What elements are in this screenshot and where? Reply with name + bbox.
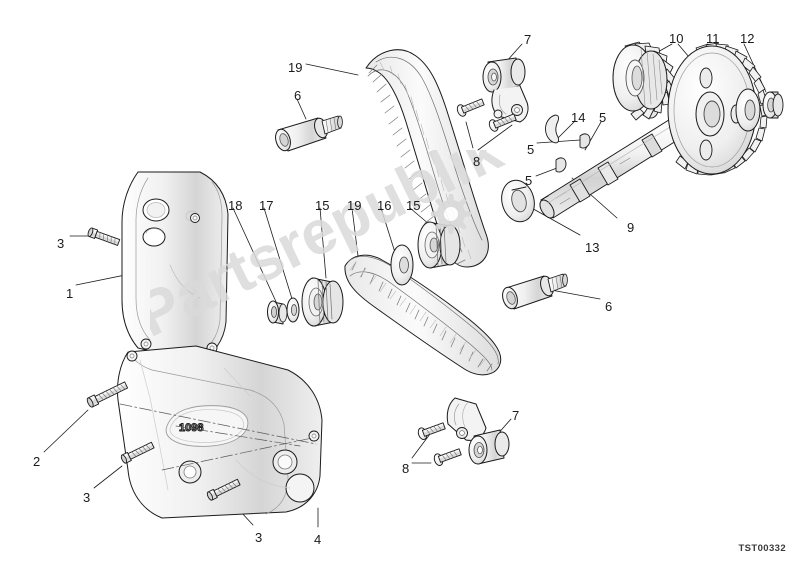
callout-7-tensioner-upper: 7	[524, 32, 532, 47]
axis-lines	[119, 403, 317, 471]
callout-9-camshaft: 9	[627, 220, 635, 235]
part-14-circlip	[545, 114, 559, 144]
part-11-washer	[735, 88, 761, 132]
callout-19-belt-vertical: 19	[288, 60, 303, 75]
part-1-belt-cover-inner	[121, 171, 229, 363]
part-5-woodruff-key-a	[579, 133, 591, 149]
callout-3-screw-mid: 3	[83, 490, 91, 505]
callout-3-screw-lower: 3	[255, 530, 263, 545]
drawing-code: TST00332	[738, 543, 786, 554]
cover-emblem: 1098	[165, 405, 249, 447]
part-2-screw-long	[86, 381, 129, 408]
callout-13-flange-washer: 13	[585, 240, 600, 255]
callout-4-belt-cover-outer: 4	[314, 532, 322, 547]
callout-19-belt-horizontal: 19	[347, 198, 362, 213]
callout-16-spacer-washer: 16	[377, 198, 392, 213]
callout-18-nut-small: 18	[228, 198, 243, 213]
part-6-spacer-stud-upper	[275, 115, 343, 152]
callout-2-screw-long: 2	[33, 454, 41, 469]
callout-5-key-a: 5	[527, 142, 535, 157]
part-3-screw-lower	[206, 478, 241, 501]
part-18-nut-small	[267, 300, 288, 325]
callout-12-nut: 12	[740, 31, 755, 46]
callout-6-spacer-stud-lower: 6	[605, 299, 613, 314]
callout-15-pulley-upper: 15	[406, 198, 421, 213]
callout-17-washer-small: 17	[259, 198, 274, 213]
part-7-belt-tensioner-upper	[482, 57, 529, 123]
callout-11-washer: 11	[706, 31, 720, 46]
callout-14-circlip: 14	[571, 110, 586, 125]
part-8-tensioner-screws-lower	[417, 422, 462, 466]
callout-5-key-b: 5	[599, 110, 607, 125]
part-8-tensioner-screws-upper	[456, 98, 517, 132]
callout-8-screws-upper: 8	[473, 154, 481, 169]
callout-1-belt-cover-inner: 1	[66, 286, 74, 301]
part-15-belt-pulley-lower	[301, 277, 344, 327]
part-4-belt-cover-outer: 1098	[117, 345, 323, 519]
callout-5-key-c: 5	[525, 173, 533, 188]
part-17-washer-small	[286, 297, 300, 323]
callout-6-spacer-stud-upper: 6	[294, 88, 302, 103]
part-12-nut	[762, 91, 784, 119]
part-15-belt-pulley-upper	[417, 221, 461, 269]
callout-15-pulley-lower: 15	[315, 198, 330, 213]
svg-text:1098: 1098	[179, 422, 203, 434]
part-3-screw-mid	[120, 441, 155, 464]
part-16-spacer-washer	[390, 244, 414, 286]
part-7-belt-tensioner-lower	[446, 397, 510, 465]
part-5-woodruff-key-b	[555, 157, 567, 173]
callout-3-screw-upper: 3	[57, 236, 65, 251]
part-13-flange-washer	[501, 179, 535, 223]
part-19-timing-belt-horizontal	[344, 254, 502, 376]
part-10-pinion-gear	[612, 41, 697, 121]
callout-7-tensioner-lower: 7	[512, 408, 520, 423]
part-6-spacer-stud-lower	[502, 273, 568, 310]
callout-10-gear-pair: 10	[669, 31, 684, 46]
part-10-driven-gear	[667, 42, 769, 176]
callout-8-screws-lower: 8	[402, 461, 410, 476]
part-3-screw-upper	[87, 227, 121, 246]
